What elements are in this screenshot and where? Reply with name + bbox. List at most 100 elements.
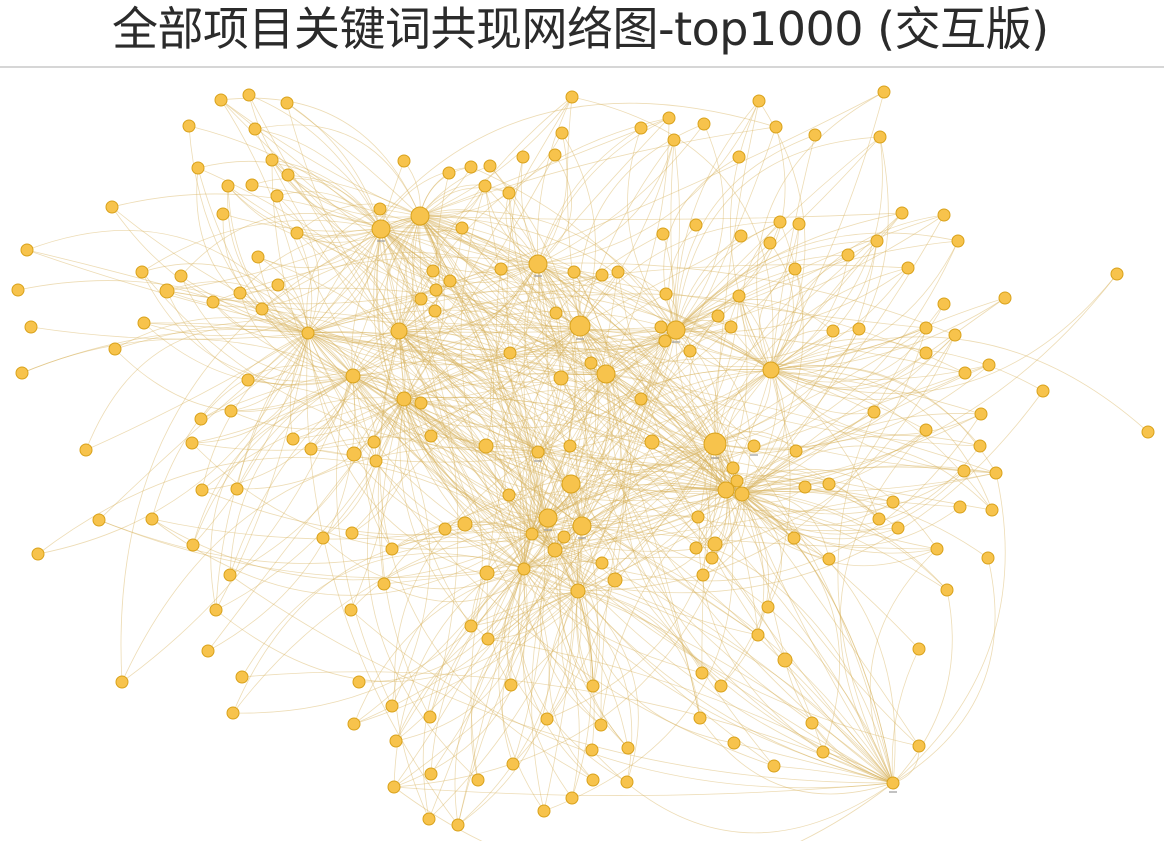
network-node[interactable] (565, 791, 579, 805)
network-node[interactable] (223, 568, 237, 582)
network-node[interactable] (586, 773, 600, 787)
network-node[interactable] (822, 477, 836, 491)
network-node[interactable] (873, 130, 887, 144)
network-node[interactable] (773, 215, 787, 229)
network-node[interactable] (286, 432, 300, 446)
network-node[interactable] (494, 262, 508, 276)
network-node[interactable] (563, 439, 577, 453)
network-node[interactable] (751, 628, 765, 642)
network-node[interactable] (974, 407, 988, 421)
network-node[interactable] (478, 438, 494, 454)
network-node[interactable] (137, 316, 151, 330)
network-node[interactable] (174, 269, 188, 283)
network-node[interactable] (429, 283, 443, 297)
network-node[interactable] (981, 551, 995, 565)
network-node[interactable] (191, 161, 205, 175)
network-node[interactable] (537, 804, 551, 818)
network-node[interactable] (195, 483, 209, 497)
network-node[interactable] (695, 666, 709, 680)
network-node[interactable] (478, 179, 492, 193)
network-node[interactable] (422, 812, 436, 826)
network-node[interactable] (891, 521, 905, 535)
network-node[interactable] (233, 286, 247, 300)
network-node[interactable] (451, 818, 465, 832)
network-node[interactable] (442, 166, 456, 180)
network-node[interactable] (611, 265, 625, 279)
network-node[interactable] (696, 568, 710, 582)
network-node[interactable] (762, 361, 780, 379)
network-node[interactable] (224, 404, 238, 418)
network-node[interactable] (502, 186, 516, 200)
network-node[interactable] (185, 436, 199, 450)
network-node[interactable] (1141, 425, 1155, 439)
network-node[interactable] (367, 435, 381, 449)
network-node[interactable] (667, 133, 681, 147)
network-node[interactable] (727, 736, 741, 750)
network-node[interactable] (548, 148, 562, 162)
network-node[interactable] (841, 248, 855, 262)
network-node[interactable] (732, 150, 746, 164)
network-node[interactable] (805, 716, 819, 730)
network-node[interactable] (557, 530, 571, 544)
network-node[interactable] (826, 324, 840, 338)
network-node[interactable] (659, 287, 673, 301)
network-node[interactable] (424, 767, 438, 781)
network-node[interactable] (464, 160, 478, 174)
network-node[interactable] (347, 717, 361, 731)
network-node[interactable] (707, 536, 723, 552)
network-node[interactable] (301, 326, 315, 340)
network-node[interactable] (697, 117, 711, 131)
network-node[interactable] (115, 675, 129, 689)
network-node[interactable] (390, 322, 408, 340)
network-node[interactable] (634, 392, 648, 406)
network-node[interactable] (656, 227, 670, 241)
network-node[interactable] (919, 346, 933, 360)
network-node[interactable] (870, 234, 884, 248)
network-node[interactable] (31, 547, 45, 561)
network-node[interactable] (693, 711, 707, 725)
network-node[interactable] (387, 780, 401, 794)
network-node[interactable] (689, 541, 703, 555)
network-node[interactable] (15, 366, 29, 380)
network-node[interactable] (397, 154, 411, 168)
network-node[interactable] (503, 346, 517, 360)
network-node[interactable] (105, 200, 119, 214)
network-node[interactable] (79, 443, 93, 457)
network-node[interactable] (265, 153, 279, 167)
network-node[interactable] (767, 759, 781, 773)
network-node[interactable] (948, 328, 962, 342)
network-node[interactable] (553, 370, 569, 386)
network-node[interactable] (569, 315, 591, 337)
network-node[interactable] (919, 423, 933, 437)
network-node[interactable] (528, 254, 548, 274)
network-node[interactable] (689, 218, 703, 232)
network-node[interactable] (280, 96, 294, 110)
network-node[interactable] (438, 522, 452, 536)
network-node[interactable] (886, 495, 900, 509)
network-node[interactable] (714, 679, 728, 693)
network-node[interactable] (1036, 384, 1050, 398)
network-node[interactable] (561, 474, 581, 494)
network-node[interactable] (752, 94, 766, 108)
network-node[interactable] (455, 221, 469, 235)
network-node[interactable] (396, 391, 412, 407)
network-node[interactable] (594, 718, 608, 732)
network-node[interactable] (789, 444, 803, 458)
network-node[interactable] (414, 396, 428, 410)
network-node[interactable] (666, 320, 686, 340)
network-node[interactable] (385, 699, 399, 713)
network-node[interactable] (691, 510, 705, 524)
network-node[interactable] (852, 322, 866, 336)
network-node[interactable] (724, 320, 738, 334)
network-node[interactable] (937, 208, 951, 222)
network-node[interactable] (182, 119, 196, 133)
network-node[interactable] (621, 741, 635, 755)
network-node[interactable] (443, 274, 457, 288)
network-node[interactable] (822, 552, 836, 566)
network-node[interactable] (940, 583, 954, 597)
network-node[interactable] (352, 675, 366, 689)
network-node[interactable] (248, 122, 262, 136)
network-node[interactable] (504, 678, 518, 692)
network-node[interactable] (595, 556, 609, 570)
network-node[interactable] (958, 366, 972, 380)
